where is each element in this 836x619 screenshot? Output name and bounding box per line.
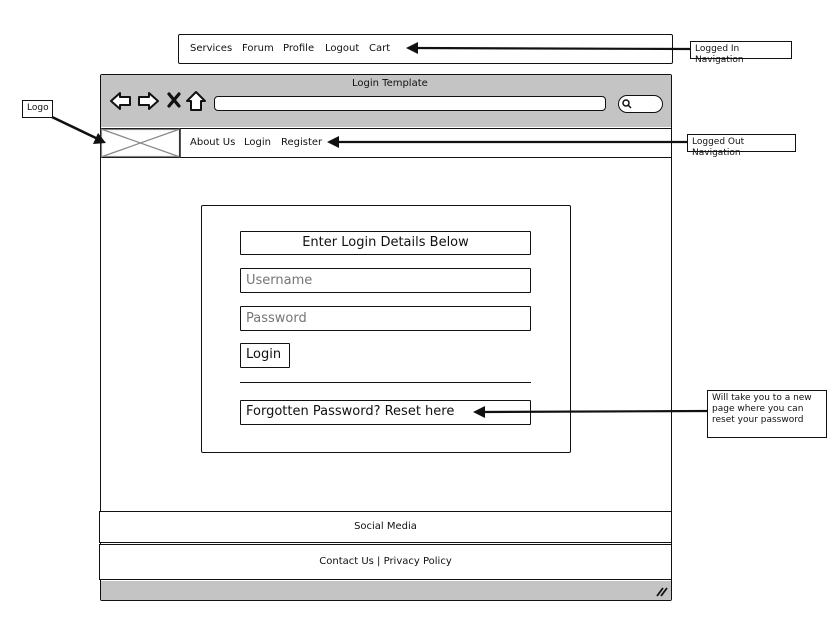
search-box[interactable] [618, 95, 663, 113]
footer-social: Social Media [99, 511, 672, 543]
nav-logout-link[interactable]: Logout [325, 43, 360, 54]
back-arrow-icon[interactable] [110, 91, 132, 111]
login-heading: Enter Login Details Below [240, 231, 531, 255]
forgot-password-text: Forgotten Password? Reset here [246, 404, 455, 419]
logo-image-placeholder [100, 128, 181, 158]
nav-cart-link[interactable]: Cart [369, 43, 391, 54]
nav-profile-link[interactable]: Profile [283, 43, 315, 54]
footer-links-text[interactable]: Contact Us | Privacy Policy [319, 556, 452, 567]
nav-register-link[interactable]: Register [281, 137, 323, 148]
status-bar [101, 581, 671, 600]
footer-links: Contact Us | Privacy Policy [99, 544, 672, 580]
search-icon [622, 99, 632, 109]
login-heading-text: Enter Login Details Below [302, 235, 469, 250]
annotation-logged-out-nav: Logged Out Navigation [687, 134, 796, 158]
nav-forum-link[interactable]: Forum [242, 43, 274, 54]
username-input[interactable] [240, 268, 531, 293]
address-bar[interactable] [214, 96, 606, 111]
login-button[interactable]: Login [240, 343, 290, 368]
home-icon[interactable] [186, 90, 206, 112]
password-input[interactable] [240, 306, 531, 331]
nav-about-us-link[interactable]: About Us [190, 137, 236, 148]
annotation-logged-in-nav: Logged In Navigation [690, 41, 792, 65]
close-icon[interactable] [167, 92, 181, 108]
annotation-logo: Logo [22, 100, 53, 118]
forward-arrow-icon[interactable] [137, 91, 159, 111]
annotation-forgot-password: Will take you to a new page where you ca… [707, 390, 827, 438]
nav-services-link[interactable]: Services [190, 43, 233, 54]
form-divider [240, 382, 531, 383]
resize-handle-icon[interactable] [655, 586, 669, 598]
window-title: Login Template [352, 78, 428, 89]
nav-login-link[interactable]: Login [244, 137, 271, 148]
social-media-text: Social Media [354, 521, 417, 532]
login-button-label: Login [246, 347, 282, 362]
